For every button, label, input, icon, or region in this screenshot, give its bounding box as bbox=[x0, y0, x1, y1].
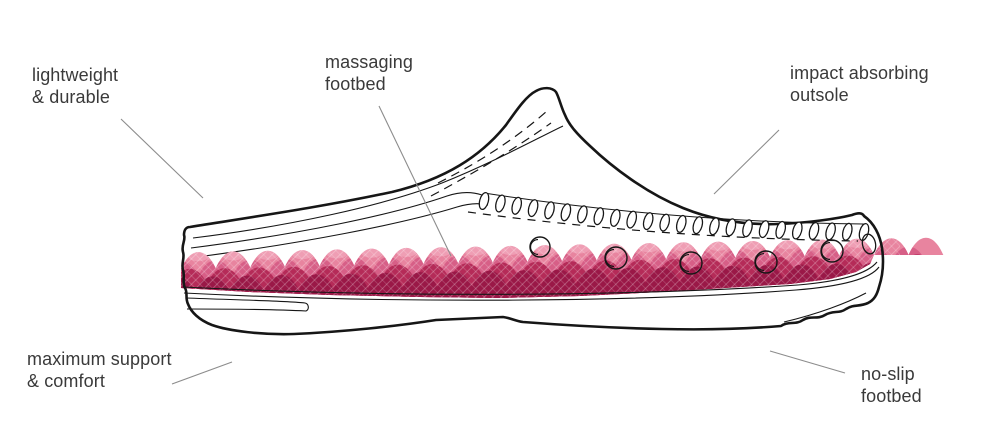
seam-dashed-lines bbox=[430, 110, 552, 197]
callout-text-line: & comfort bbox=[27, 371, 105, 391]
callout-impact-absorbing-outsole: impact absorbing outsole bbox=[790, 62, 929, 106]
leader-support-comfort bbox=[171, 361, 233, 385]
shoe-outline bbox=[181, 86, 885, 336]
callout-text-line: footbed bbox=[325, 74, 386, 94]
collar-rim-lines bbox=[188, 125, 564, 259]
callout-massaging-footbed: massaging footbed bbox=[325, 51, 413, 95]
callout-text-line: & durable bbox=[32, 87, 110, 107]
stitch-loops bbox=[478, 191, 870, 242]
callout-text-line: footbed bbox=[861, 386, 922, 406]
outsole-detail-lines bbox=[182, 261, 880, 323]
vent-holes bbox=[529, 233, 877, 275]
leader-massaging-footbed bbox=[378, 105, 452, 257]
stitch-underline-dashed bbox=[467, 211, 859, 242]
callout-text-line: massaging bbox=[325, 52, 413, 72]
callout-text-line: no-slip bbox=[861, 364, 915, 384]
leader-impact-outsole bbox=[713, 129, 780, 195]
leader-noslip-footbed bbox=[769, 350, 846, 374]
callout-text-line: lightweight bbox=[32, 65, 119, 85]
leader-lines bbox=[120, 105, 846, 385]
callout-text-line: outsole bbox=[790, 85, 849, 105]
leader-lightweight-durable bbox=[120, 118, 204, 199]
callout-text-line: impact absorbing bbox=[790, 63, 929, 83]
heel-tread-line bbox=[783, 292, 867, 323]
callout-lightweight-durable: lightweight & durable bbox=[32, 64, 118, 108]
callout-text-line: maximum support bbox=[27, 349, 172, 369]
callout-no-slip-footbed: no-slip footbed bbox=[861, 363, 922, 407]
callout-maximum-support-comfort: maximum support & comfort bbox=[27, 348, 172, 392]
sole-groove bbox=[185, 297, 309, 312]
massaging-footbed-texture bbox=[181, 237, 944, 298]
